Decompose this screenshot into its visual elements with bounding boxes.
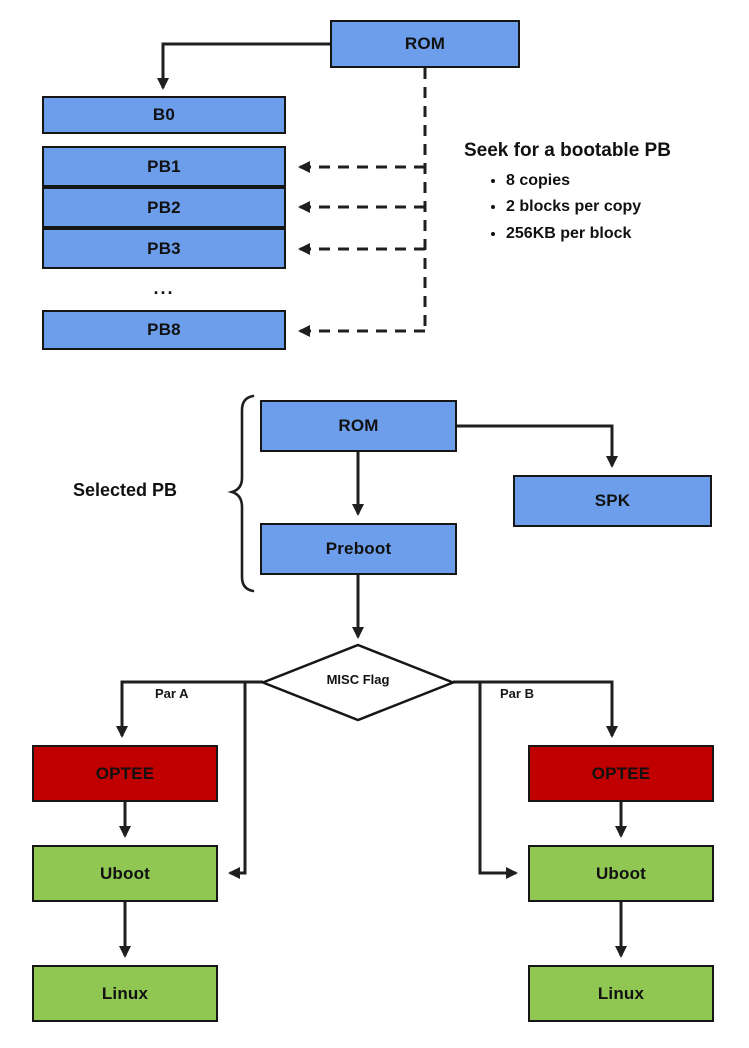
optee-box-right: OPTEE: [528, 745, 714, 802]
optee-right-label: OPTEE: [591, 763, 651, 783]
selected-pb-brace: [227, 394, 255, 593]
rom-box-bottom-label: ROM: [338, 416, 379, 435]
arrow-rom-to-b0: [157, 42, 330, 90]
uboot-box-right: Uboot: [528, 845, 714, 902]
optee-left-label: OPTEE: [95, 763, 155, 783]
spk-label: SPK: [594, 491, 631, 510]
par-b-label: Par B: [500, 686, 534, 701]
misc-flag-label: MISC Flag: [326, 672, 390, 687]
arrow-misc-to-optee-left: [116, 680, 263, 738]
uboot-box-left: Uboot: [32, 845, 218, 902]
pb2-box: PB2: [42, 187, 286, 228]
linux-box-right: Linux: [528, 965, 714, 1022]
arrow-misc-to-uboot-right: [478, 682, 518, 879]
seek-note-bullet-2: 2 blocks per copy: [506, 196, 730, 218]
selected-pb-label: Selected PB: [72, 480, 178, 500]
seek-note-bullet-3: 256KB per block: [506, 223, 730, 245]
pb3-label: PB3: [147, 238, 181, 258]
seek-note-bullet-1: 8 copies: [506, 170, 730, 192]
par-a-label: Par A: [155, 686, 189, 701]
b0-label: B0: [152, 105, 176, 124]
linux-right-label: Linux: [597, 983, 645, 1003]
uboot-right-label: Uboot: [595, 863, 647, 883]
seek-note-bullet-list: 8 copies 2 blocks per copy 256KB per blo…: [460, 170, 730, 245]
arrow-rom-to-spk: [457, 424, 618, 468]
linux-box-left: Linux: [32, 965, 218, 1022]
pb-ellipsis: ...: [153, 277, 175, 298]
arrow-misc-to-uboot-left: [228, 682, 247, 879]
uboot-left-label: Uboot: [99, 863, 151, 883]
pb8-box: PB8: [42, 310, 286, 350]
pb1-box: PB1: [42, 146, 286, 187]
preboot-label: Preboot: [325, 539, 392, 558]
linux-left-label: Linux: [101, 983, 149, 1003]
seek-note: Seek for a bootable PB 8 copies 2 blocks…: [460, 140, 730, 249]
rom-box-top-label: ROM: [404, 34, 446, 53]
b0-box: B0: [42, 96, 286, 134]
pb2-label: PB2: [147, 197, 181, 217]
spk-box: SPK: [513, 475, 712, 527]
pb3-box: PB3: [42, 228, 286, 269]
seek-note-title: Seek for a bootable PB: [464, 140, 671, 161]
pb1-label: PB1: [147, 156, 181, 176]
optee-box-left: OPTEE: [32, 745, 218, 802]
preboot-box: Preboot: [260, 523, 457, 575]
misc-flag-diamond: [259, 643, 457, 722]
rom-box-bottom: ROM: [260, 400, 457, 452]
rom-box-top: ROM: [330, 20, 520, 68]
arrow-misc-to-optee-right: [453, 680, 618, 738]
pb8-label: PB8: [147, 320, 181, 339]
